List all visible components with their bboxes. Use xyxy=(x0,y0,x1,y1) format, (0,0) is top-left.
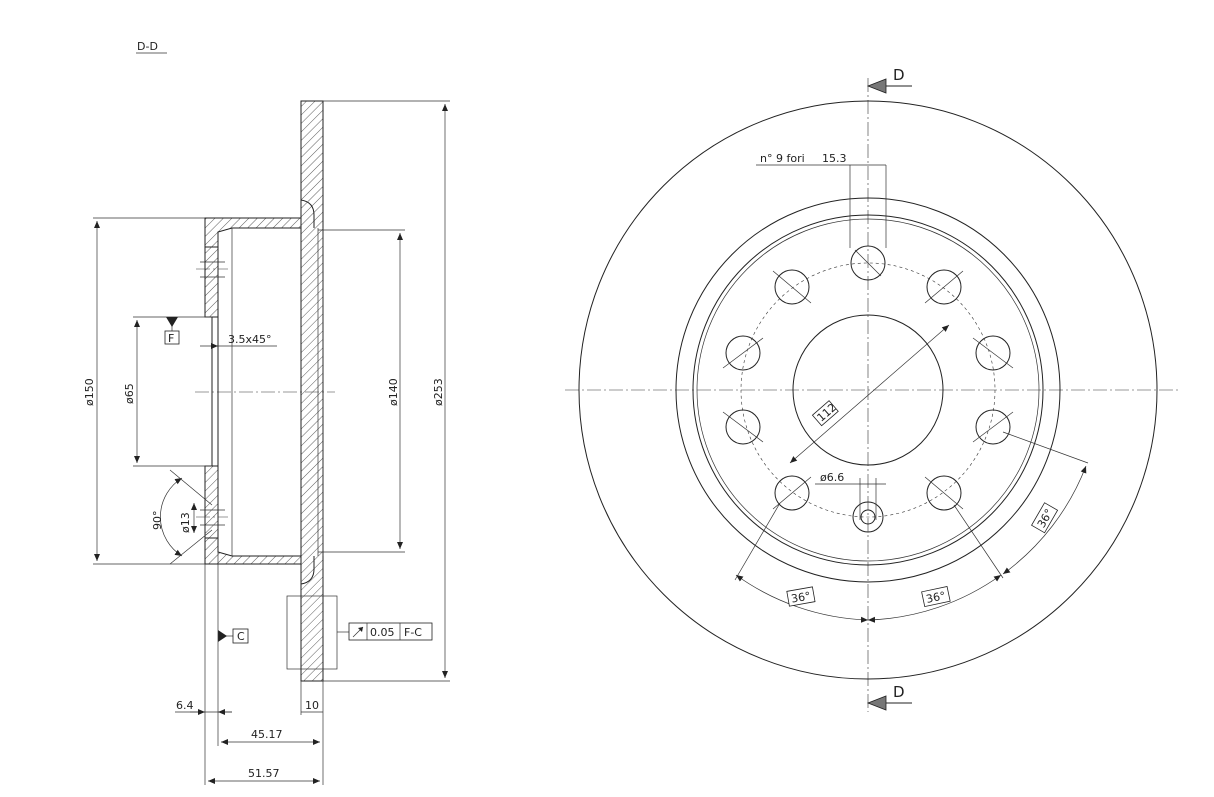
dim-chamfer: 3.5x45° xyxy=(228,333,272,346)
dim-10: 10 xyxy=(305,699,319,712)
bolt-circle xyxy=(740,262,996,518)
dim-angle-90: 90° xyxy=(151,511,164,531)
dim-d65: ø65 xyxy=(123,383,136,404)
dim-45-17: 45.17 xyxy=(251,728,283,741)
hat-upper-wall xyxy=(204,217,302,248)
holes-diameter: 15.3 xyxy=(822,152,847,165)
datum-f: F xyxy=(164,317,180,345)
pin-hole: ø6.6 xyxy=(815,471,886,533)
dim-d253: ø253 xyxy=(432,378,445,406)
holes-note: n° 9 fori 15.3 xyxy=(756,152,887,248)
svg-text:D: D xyxy=(893,683,905,701)
dim-d13: ø13 xyxy=(179,512,192,533)
dim-6-4: 6.4 xyxy=(176,699,194,712)
section-view: D-D ø150 xyxy=(83,40,450,785)
section-title: D-D xyxy=(137,40,158,53)
hat-face-lower xyxy=(204,465,219,539)
runout-tolerance: 0.05 F-C xyxy=(286,595,433,670)
hat-lower-wall xyxy=(204,537,302,565)
cut-marker-bottom: D xyxy=(866,683,912,711)
angle-36-right: 36° xyxy=(925,589,947,606)
svg-text:D: D xyxy=(893,66,905,84)
disc-friction-ring xyxy=(300,100,324,682)
tolerance-ref: F-C xyxy=(404,626,422,639)
dim-d150: ø150 xyxy=(83,378,96,406)
svg-text:F: F xyxy=(168,332,174,345)
dim-d140: ø140 xyxy=(387,378,400,406)
dim-pin-d6-6: ø6.6 xyxy=(820,471,844,484)
svg-text:C: C xyxy=(237,630,245,643)
hat-face-upper xyxy=(204,246,219,318)
outer-rim xyxy=(578,100,1158,680)
hat-outer-edge xyxy=(692,214,1044,566)
holes-count-note: n° 9 fori xyxy=(760,152,805,165)
tolerance-value: 0.05 xyxy=(370,626,395,639)
datum-c: C xyxy=(218,628,249,644)
dim-51-57: 51.57 xyxy=(248,767,280,780)
cut-marker-top: D xyxy=(866,66,912,94)
front-view: ø6.6 n° 9 fori 15.3 112 36° xyxy=(565,66,1180,712)
angle-36-left: 36° xyxy=(790,589,811,605)
